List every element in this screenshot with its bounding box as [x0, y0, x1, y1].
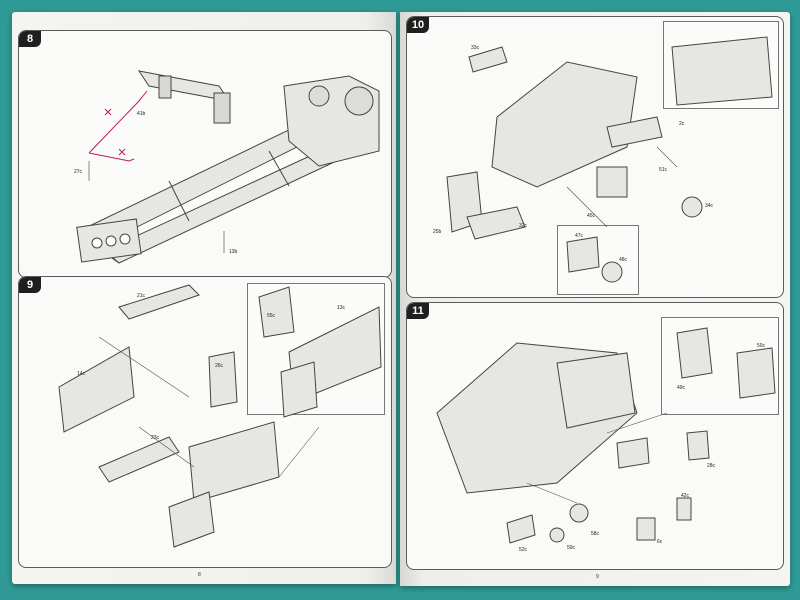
page-number: 9 [596, 574, 599, 580]
part-label: 45c [587, 213, 596, 219]
step-10-panel: 10 33c 2c 51c 45c 32c [406, 16, 784, 298]
part-label: 47c [575, 233, 584, 239]
part-label: 51c [659, 167, 668, 173]
engine-assembly-diagram [446, 36, 773, 283]
part-label: 13b [229, 249, 238, 255]
part-label: 41b [137, 111, 146, 117]
part-label: 6c [657, 539, 663, 545]
engine-final-diagram [436, 327, 776, 544]
part-label: 58c [591, 531, 600, 537]
part-label: 59c [567, 545, 576, 551]
part-label: 23c [151, 435, 160, 441]
part-label: 2c [679, 121, 685, 127]
part-label: 49c [677, 385, 686, 391]
step-8-panel: 8 [18, 30, 392, 278]
step-9-panel: 9 21c 14c 26c 23c 55c 13c [18, 276, 392, 568]
step-number: 8 [19, 31, 41, 47]
part-label: 48c [619, 257, 628, 263]
right-page: 10 33c 2c 51c 45c 32c [400, 12, 790, 586]
part-label: 14c [77, 371, 86, 377]
part-label: 33c [471, 45, 480, 51]
part-label: 50c [757, 343, 766, 349]
part-label: 42c [681, 493, 690, 499]
step-number: 11 [407, 303, 429, 319]
step-number: 9 [19, 277, 41, 293]
step-11-panel: 11 49c 50c 28c 52c 5 [406, 302, 784, 570]
left-page: 8 [12, 12, 396, 584]
page-number: 8 [198, 572, 201, 578]
part-label: 21c [137, 293, 146, 299]
part-label: 26c [215, 363, 224, 369]
part-label: 25b [433, 229, 442, 235]
chassis-frame-diagram [76, 70, 381, 264]
part-label: 34c [705, 203, 714, 209]
step-number: 10 [407, 17, 429, 33]
part-label: 32c [519, 223, 528, 229]
part-label: 55c [267, 313, 276, 319]
engine-block-diagram [58, 284, 382, 548]
part-label: 27c [74, 169, 83, 175]
part-label: 13c [337, 305, 346, 311]
part-label: 52c [519, 547, 528, 553]
part-label: 28c [707, 463, 716, 469]
